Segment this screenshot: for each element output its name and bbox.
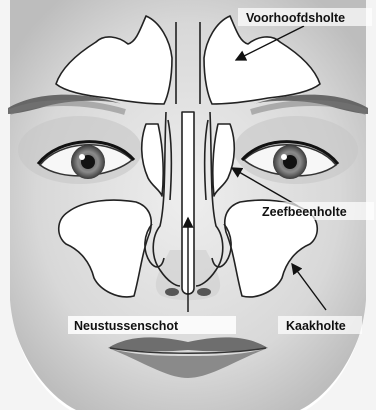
label-frontal-sinus: Voorhoofdsholte [246,11,345,25]
label-ethmoid-sinus: Zeefbeenholte [262,205,347,219]
label-nasal-septum: Neustussenschot [74,319,179,333]
label-maxillary-sinus: Kaakholte [286,319,346,333]
